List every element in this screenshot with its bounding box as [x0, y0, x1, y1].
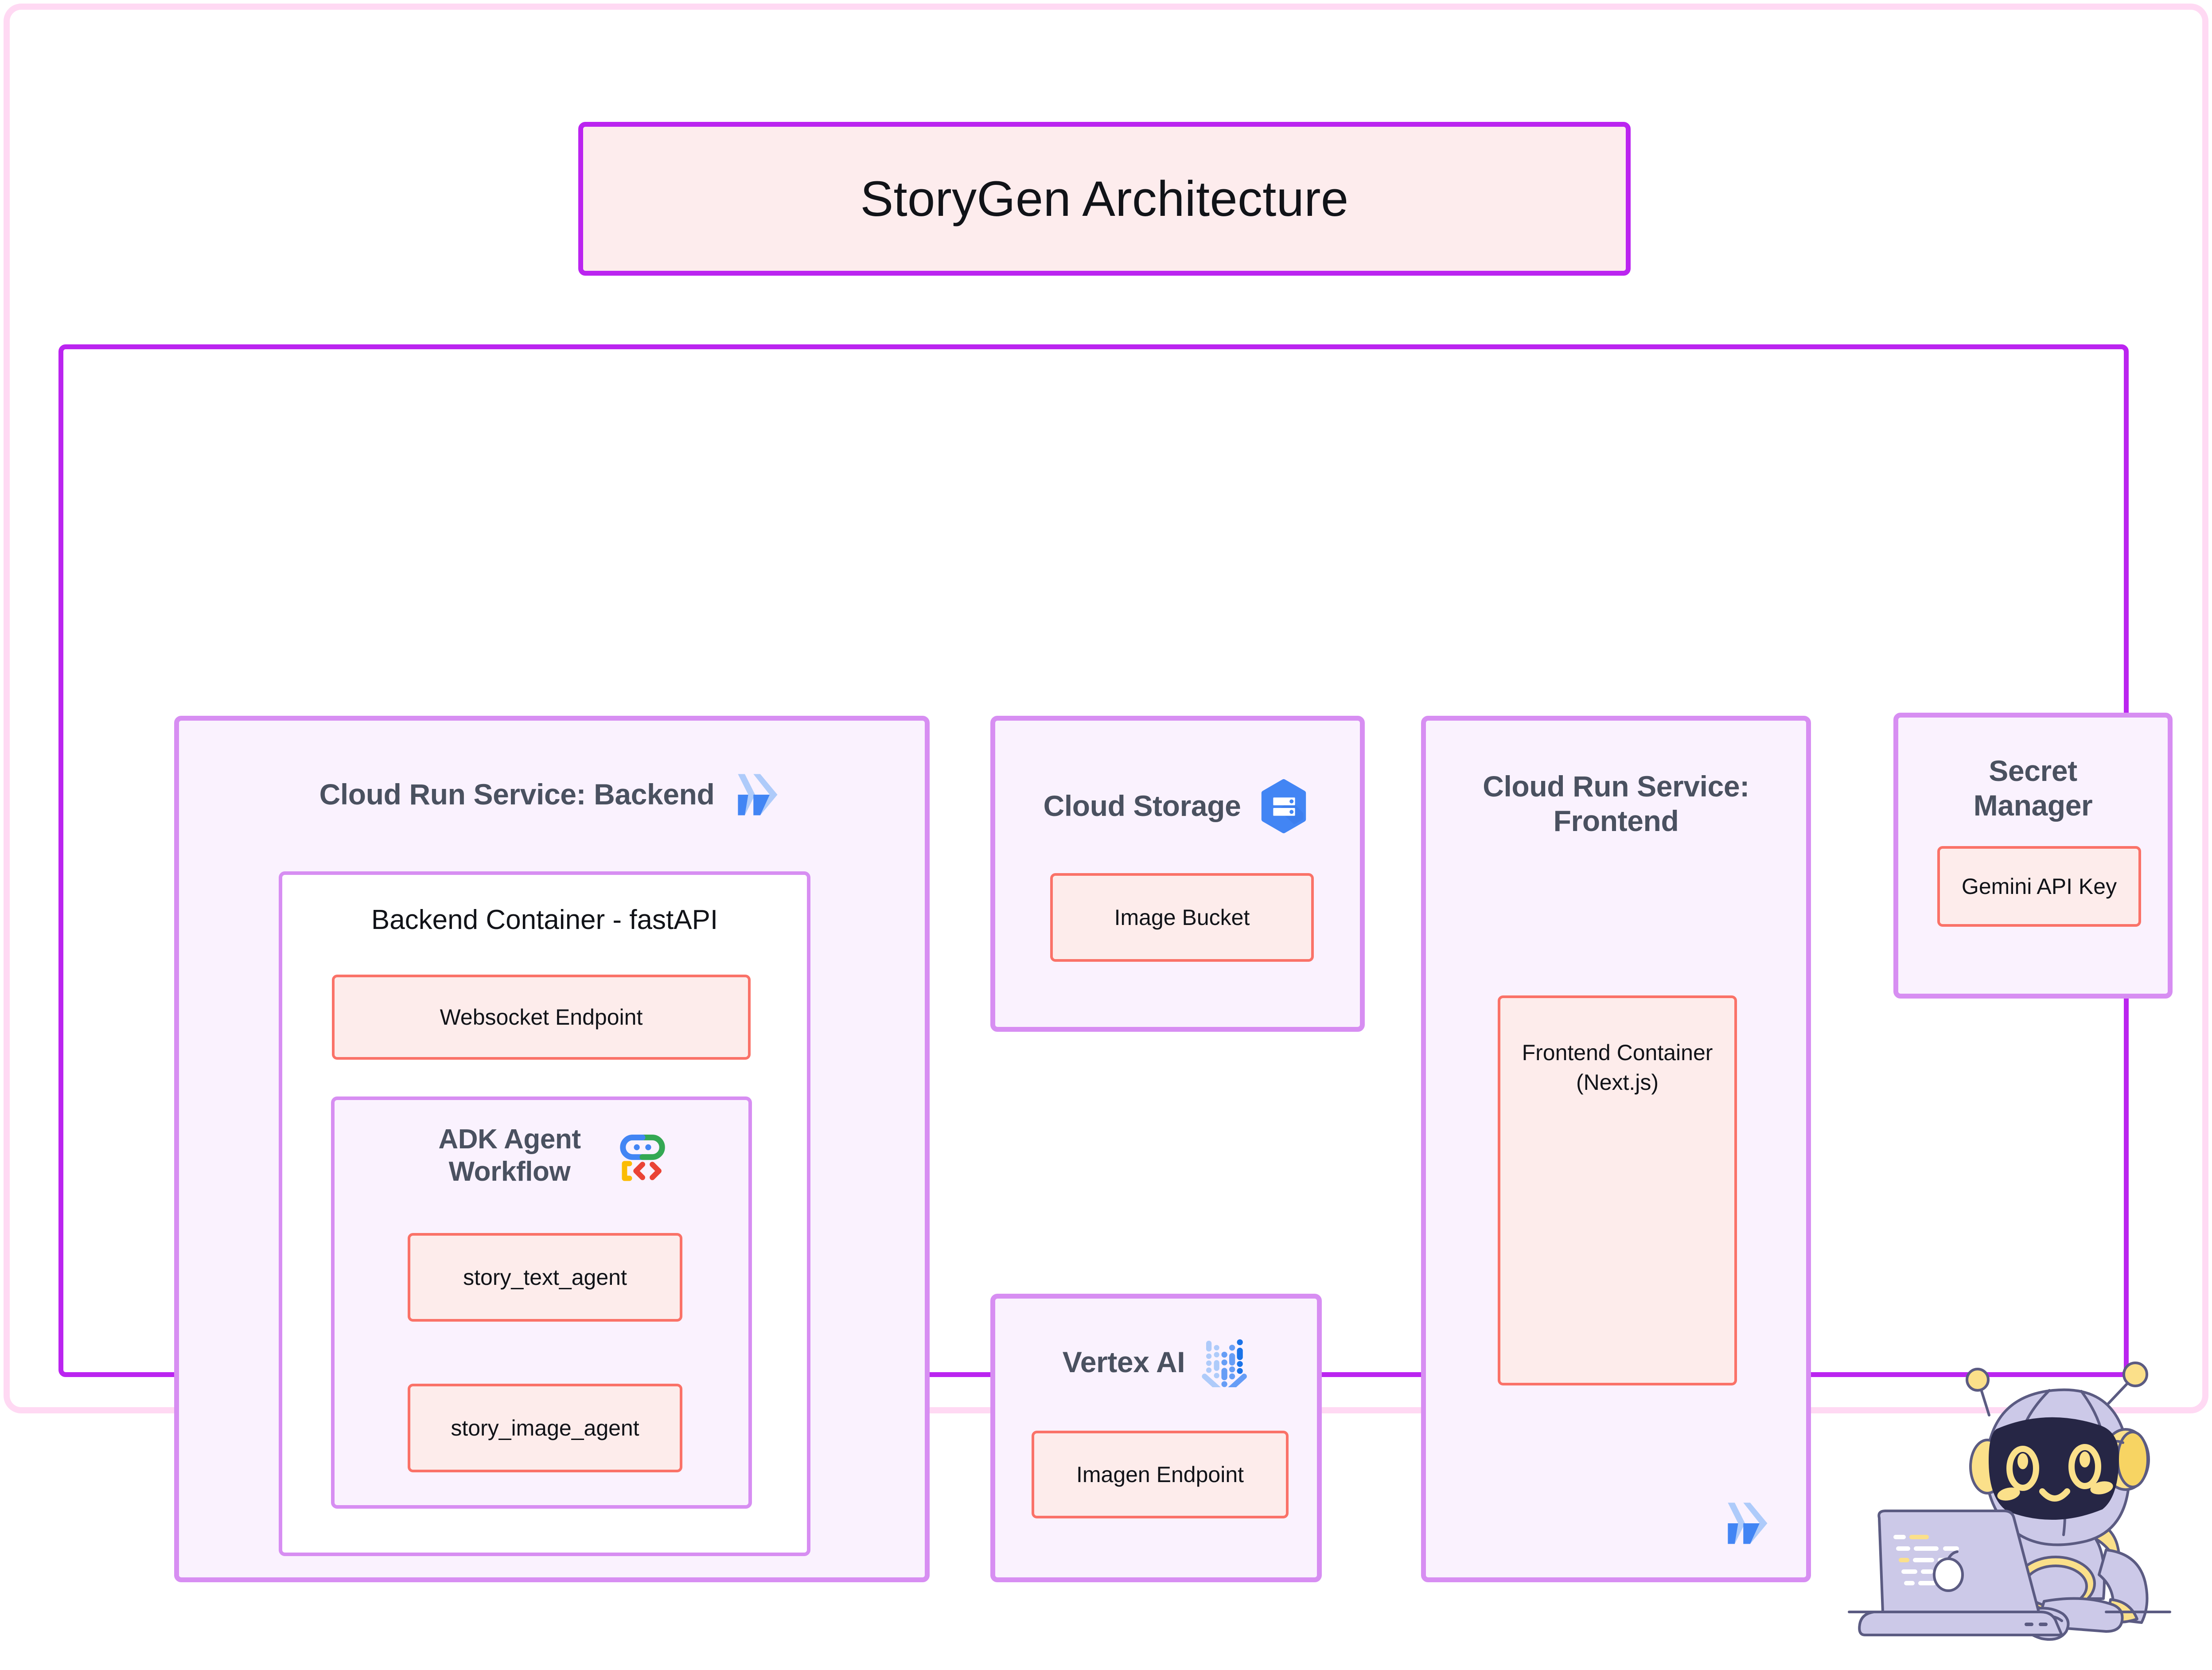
adk-workflow-title: ADK Agent Workflow — [438, 1124, 581, 1187]
websocket-endpoint-box: Websocket Endpoint — [332, 975, 751, 1060]
story-image-agent-label: story_image_agent — [451, 1415, 639, 1440]
robot-at-laptop-illustration — [1840, 1318, 2177, 1668]
backend-panel-header: Cloud Run Service: Backend — [179, 767, 925, 822]
frontend-panel-title: Cloud Run Service: Frontend — [1483, 770, 1749, 837]
diagram-title-card: StoryGen Architecture — [578, 122, 1631, 276]
cloud-run-icon — [729, 767, 784, 822]
adk-agent-icon — [616, 1129, 669, 1182]
backend-panel-title: Cloud Run Service: Backend — [319, 778, 715, 811]
backend-container-title: Backend Container - fastAPI — [371, 905, 718, 935]
image-bucket-label: Image Bucket — [1114, 905, 1250, 930]
adk-header: ADK Agent Workflow — [335, 1123, 748, 1188]
panel-cloud-run-backend: Cloud Run Service: Backend Backend Conta… — [174, 716, 930, 1582]
panel-vertex-ai: Vertex AI — [990, 1294, 1322, 1582]
panel-cloud-storage: Cloud Storage Image Bucket — [990, 716, 1365, 1032]
cloud-run-icon — [1719, 1496, 1774, 1551]
backend-container: Backend Container - fastAPI Websocket En… — [279, 871, 810, 1556]
storage-panel-header: Cloud Storage — [995, 778, 1360, 834]
story-image-agent-box: story_image_agent — [408, 1384, 682, 1472]
gemini-api-key-box: Gemini API Key — [1937, 846, 2141, 927]
secret-panel-title: Secret Manager — [1973, 754, 2093, 822]
panel-cloud-run-frontend: Cloud Run Service: Frontend Frontend Con… — [1421, 716, 1811, 1582]
image-bucket-box: Image Bucket — [1050, 873, 1314, 962]
frontend-container-label: Frontend Container (Next.js) — [1522, 1040, 1713, 1095]
story-text-agent-box: story_text_agent — [408, 1233, 682, 1322]
storage-panel-title: Cloud Storage — [1043, 789, 1241, 823]
architecture-container: Cloud Run Service: Backend Backend Conta… — [58, 344, 2173, 1641]
imagen-endpoint-box: Imagen Endpoint — [1032, 1431, 1289, 1518]
secret-panel-header: Secret Manager — [1898, 754, 2168, 823]
cloud-storage-icon — [1256, 778, 1312, 834]
gemini-api-key-label: Gemini API Key — [1961, 874, 2117, 899]
frontend-panel-header: Cloud Run Service: Frontend — [1426, 769, 1806, 839]
frontend-container-box: Frontend Container (Next.js) — [1498, 995, 1737, 1385]
websocket-endpoint-label: Websocket Endpoint — [440, 1004, 643, 1030]
vertex-panel-header: Vertex AI — [995, 1338, 1317, 1387]
page-frame: StoryGen Architecture Cloud Run Service:… — [4, 4, 2208, 1641]
imagen-endpoint-label: Imagen Endpoint — [1076, 1462, 1244, 1487]
adk-agent-workflow-box: ADK Agent Workflow — [331, 1096, 752, 1509]
story-text-agent-label: story_text_agent — [463, 1264, 627, 1290]
page-title: StoryGen Architecture — [860, 171, 1349, 226]
vertex-ai-icon — [1200, 1338, 1250, 1387]
panel-secret-manager: Secret Manager Gemini API Key — [1893, 713, 2173, 999]
vertex-panel-title: Vertex AI — [1062, 1346, 1185, 1379]
